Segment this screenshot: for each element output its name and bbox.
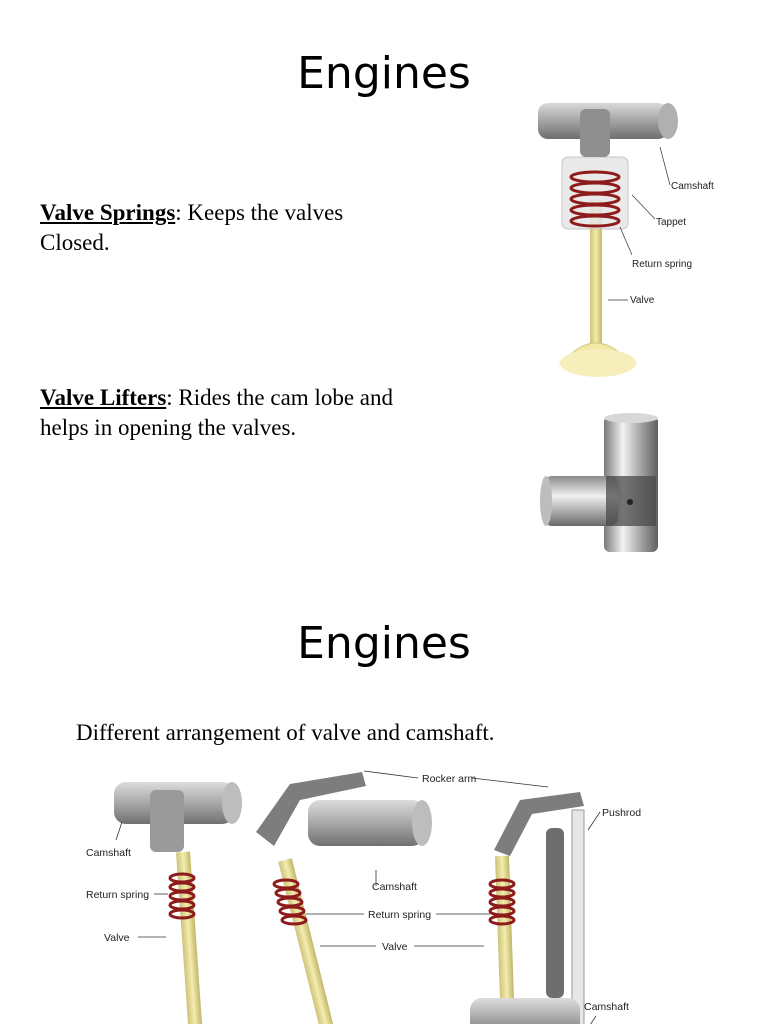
label-tappet: Tappet	[656, 217, 686, 228]
slide-1-title: Engines	[297, 48, 471, 99]
label-valve: Valve	[630, 295, 655, 306]
label-valve-mid: Valve	[382, 941, 408, 953]
label-camshaft-right: Camshaft	[584, 1001, 629, 1013]
slide-2-title: Engines	[297, 618, 471, 669]
tappet-valve-diagram: Camshaft Tappet Return spring Valve	[538, 103, 714, 377]
label-camshaft-mid: Camshaft	[372, 881, 417, 893]
valve-lifters-term: Valve Lifters	[40, 385, 167, 410]
label-camshaft: Camshaft	[671, 181, 714, 192]
label-return-spring: Return spring	[632, 259, 692, 270]
valve-lifters-desc: : Rides the cam lobe and helps in openin…	[40, 385, 394, 440]
label-return-spring-left: Return spring	[86, 889, 149, 901]
valve-lifter-image	[540, 413, 658, 552]
arrangement-intro: Different arrangement of valve and camsh…	[76, 720, 495, 745]
label-pushrod: Pushrod	[602, 807, 641, 819]
valve-springs-term: Valve Springs	[40, 200, 176, 225]
label-camshaft-left: Camshaft	[86, 847, 131, 859]
slide-2: Engines Different arrangement of valve a…	[0, 590, 768, 1024]
valve-springs-desc: : Keeps the valves Closed.	[40, 200, 344, 255]
valve-camshaft-arrangements-diagram: Rocker arm Pushrod Camshaft Return sprin…	[86, 770, 641, 1024]
valve-lifters-text: Valve Lifters: Rides the cam lobe and he…	[40, 383, 410, 443]
slide-1: Engines Valve Springs: Keeps the valves …	[40, 48, 715, 552]
label-valve-left: Valve	[104, 932, 130, 944]
label-rocker-arm: Rocker arm	[422, 773, 477, 785]
label-return-spring-mid: Return spring	[368, 909, 431, 921]
valve-springs-text: Valve Springs: Keeps the valves Closed.	[40, 198, 400, 258]
